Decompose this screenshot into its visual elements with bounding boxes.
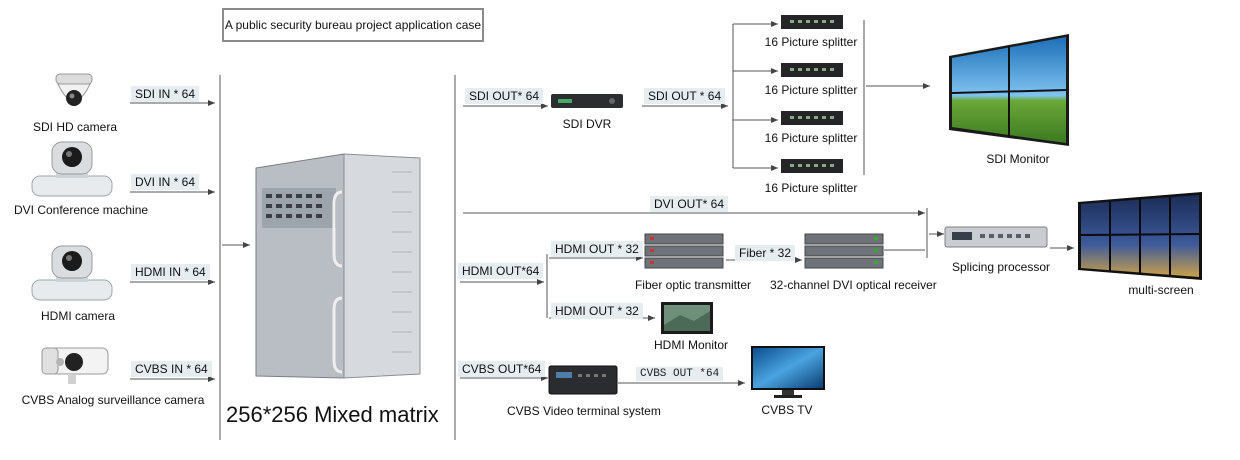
- input-device-label: HDMI camera: [40, 309, 115, 323]
- ptz-camera-icon: [31, 141, 113, 197]
- splitter-icon: [781, 63, 843, 77]
- input-device-label: SDI HD camera: [32, 120, 118, 134]
- cvbs-terminal-icon: [548, 365, 618, 395]
- fiber-transmitter-label: Fiber optic transmitter: [634, 278, 752, 292]
- splitter-icon: [781, 159, 843, 173]
- splitter-icon: [781, 111, 843, 125]
- optical-receiver-label: 32-channel DVI optical receiver: [770, 278, 937, 292]
- input-signal-label: SDI IN * 64: [131, 86, 200, 102]
- splicing-processor-icon: [944, 226, 1048, 248]
- cvbs-out-label: CVBS OUT*64: [458, 361, 546, 377]
- splitter-label: 16 Picture splitter: [764, 83, 858, 97]
- input-signal-label: DVI IN * 64: [131, 174, 200, 190]
- sdi-out-label: SDI OUT* 64: [465, 88, 544, 104]
- cvbs-out2-label: CVBS OUT *64: [636, 367, 724, 381]
- optical-receiver-icon: [804, 233, 884, 269]
- splicing-processor-label: Splicing processor: [951, 260, 1051, 274]
- hdmi-out-a-label: HDMI OUT * 32: [551, 241, 643, 257]
- multi-screen-icon: [1078, 192, 1202, 280]
- dvr-label: SDI DVR: [562, 117, 612, 131]
- input-device-label: DVI Conference machine: [14, 203, 149, 217]
- input-signal-label: CVBS IN * 64: [131, 361, 212, 377]
- video-wall-icon: [949, 34, 1069, 146]
- splitter-icon: [781, 15, 843, 29]
- dvr-icon: [551, 94, 623, 108]
- ptz-camera-icon: [31, 245, 113, 301]
- sdi-monitor-label: SDI Monitor: [986, 152, 1050, 166]
- matrix-chassis-icon: [255, 153, 421, 379]
- hdmi-monitor-label: HDMI Monitor: [653, 338, 728, 352]
- cvbs-terminal-label: CVBS Video terminal system: [507, 404, 661, 418]
- hdmi-out-label: HDMI OUT*64: [458, 263, 544, 279]
- cvbs-tv-label: CVBS TV: [761, 403, 813, 417]
- splitter-label: 16 Picture splitter: [764, 131, 858, 145]
- fiber-transmitter-icon: [644, 233, 724, 269]
- matrix-caption: 256*256 Mixed matrix: [226, 402, 439, 427]
- hdmi-monitor-icon: [661, 302, 713, 334]
- splitter-label: 16 Picture splitter: [764, 35, 858, 49]
- bullet-camera-icon: [41, 347, 109, 384]
- multi-screen-label: multi-screen: [1128, 283, 1194, 297]
- input-signal-label: HDMI IN * 64: [131, 264, 210, 280]
- sdi-out2-label: SDI OUT * 64: [644, 88, 726, 104]
- cvbs-tv-icon: [751, 346, 825, 398]
- fiber-label: Fiber * 32: [735, 245, 796, 261]
- hdmi-out-b-label: HDMI OUT * 32: [551, 303, 643, 319]
- splitter-label: 16 Picture splitter: [764, 181, 858, 195]
- dome-camera-icon: [55, 73, 93, 106]
- input-device-label: CVBS Analog surveillance camera: [21, 393, 205, 407]
- diagram-title: A public security bureau project applica…: [222, 8, 484, 42]
- dvi-out-label: DVI OUT* 64: [650, 196, 729, 212]
